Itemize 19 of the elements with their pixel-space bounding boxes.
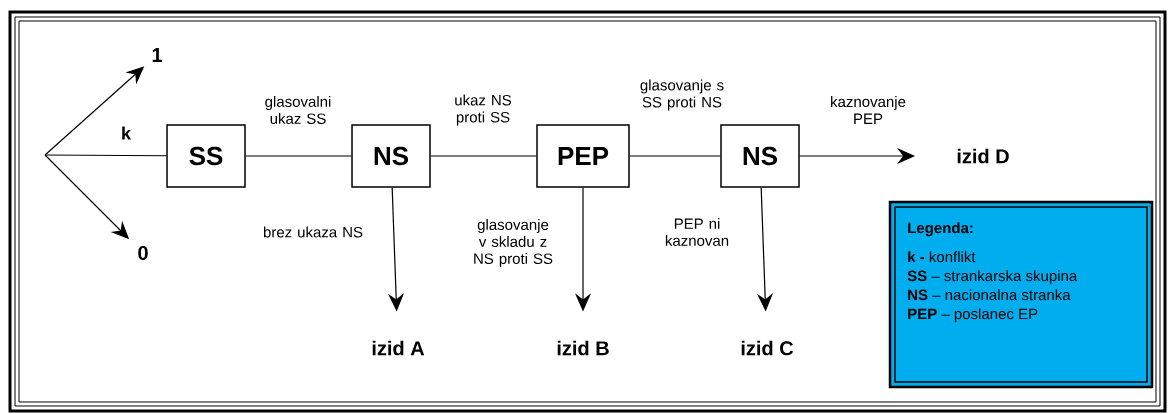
edge-label: brez ukaza NS [263,226,363,238]
outcome-label: izid A [372,340,425,356]
process-box: PEP [536,124,630,188]
edge-label: kaznovanje PEP [831,96,906,124]
outcome-label: 1 [152,48,163,62]
process-box: NS [720,124,800,188]
edge-label: ukaz NS proti SS [455,94,512,126]
edge-label: glasovanje v skladu z NS proti SS [474,219,553,267]
legend-box: Legenda: k - konflikt SS – strankarska skupina NS – nacionalna stranka PEP – poslanec EP [888,200,1154,389]
edge-label: glasovalni ukaz SS [265,96,331,124]
edge-label: glasovanje s SS proti NS [640,79,724,111]
edge-label: k [122,126,132,140]
process-box: SS [166,124,246,188]
process-box: NS [351,124,431,188]
edge-label: PEP ni kaznovan [665,218,729,246]
outcome-label: izid D [957,148,1009,164]
outcome-label: izid B [557,340,609,356]
outcome-label: izid C [741,340,794,356]
outcome-label: 0 [138,245,148,261]
